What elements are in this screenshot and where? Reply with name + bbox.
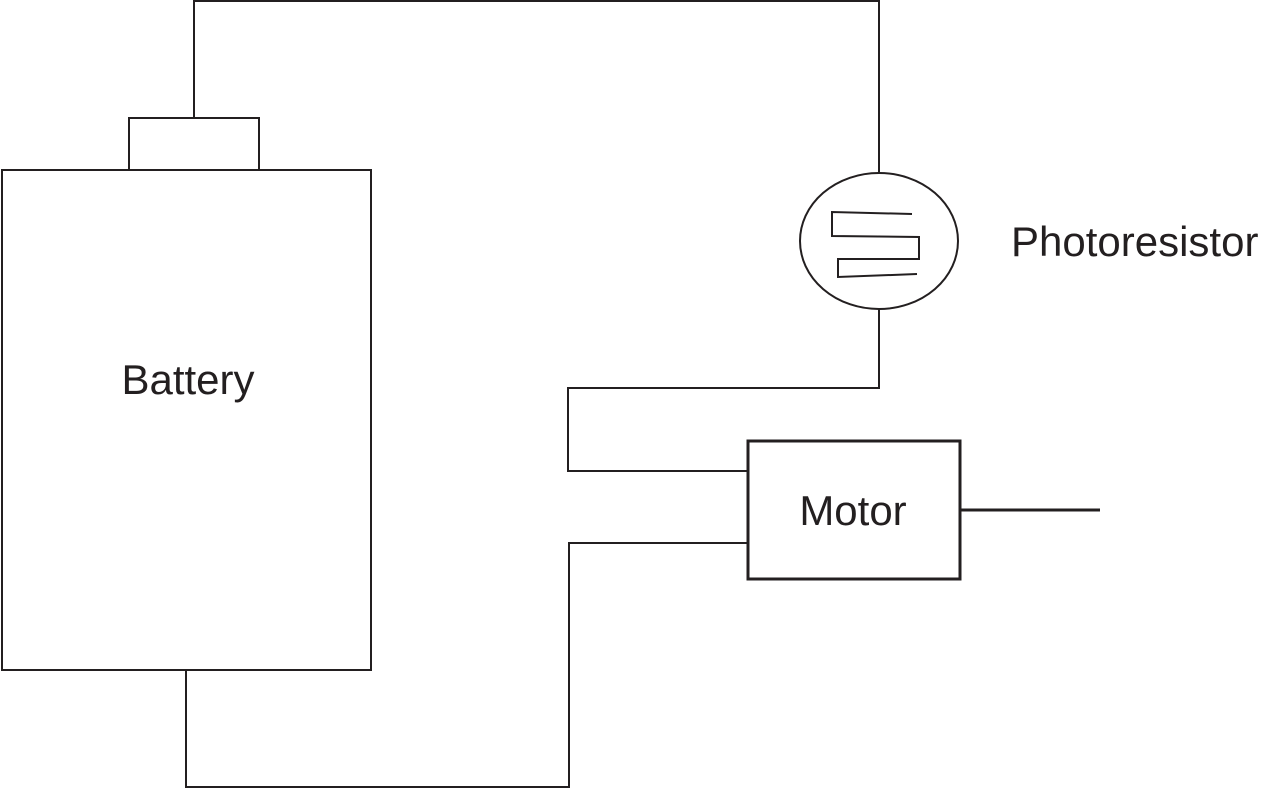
photoresistor-body <box>799 172 959 310</box>
wire-battery-to-photoresistor <box>193 0 880 173</box>
motor: Motor <box>746 439 1100 581</box>
battery: Battery <box>1 117 372 671</box>
battery-terminal <box>128 117 260 171</box>
battery-label: Battery <box>121 356 254 403</box>
wire-photoresistor-to-motor <box>567 309 880 472</box>
photoresistor-label: Photoresistor <box>1011 218 1258 265</box>
battery-body <box>1 169 372 671</box>
motor-label: Motor <box>799 487 906 534</box>
photoresistor: Photoresistor <box>799 172 1258 310</box>
wire-motor-to-battery <box>185 542 748 788</box>
photoresistor-zigzag <box>831 210 920 279</box>
